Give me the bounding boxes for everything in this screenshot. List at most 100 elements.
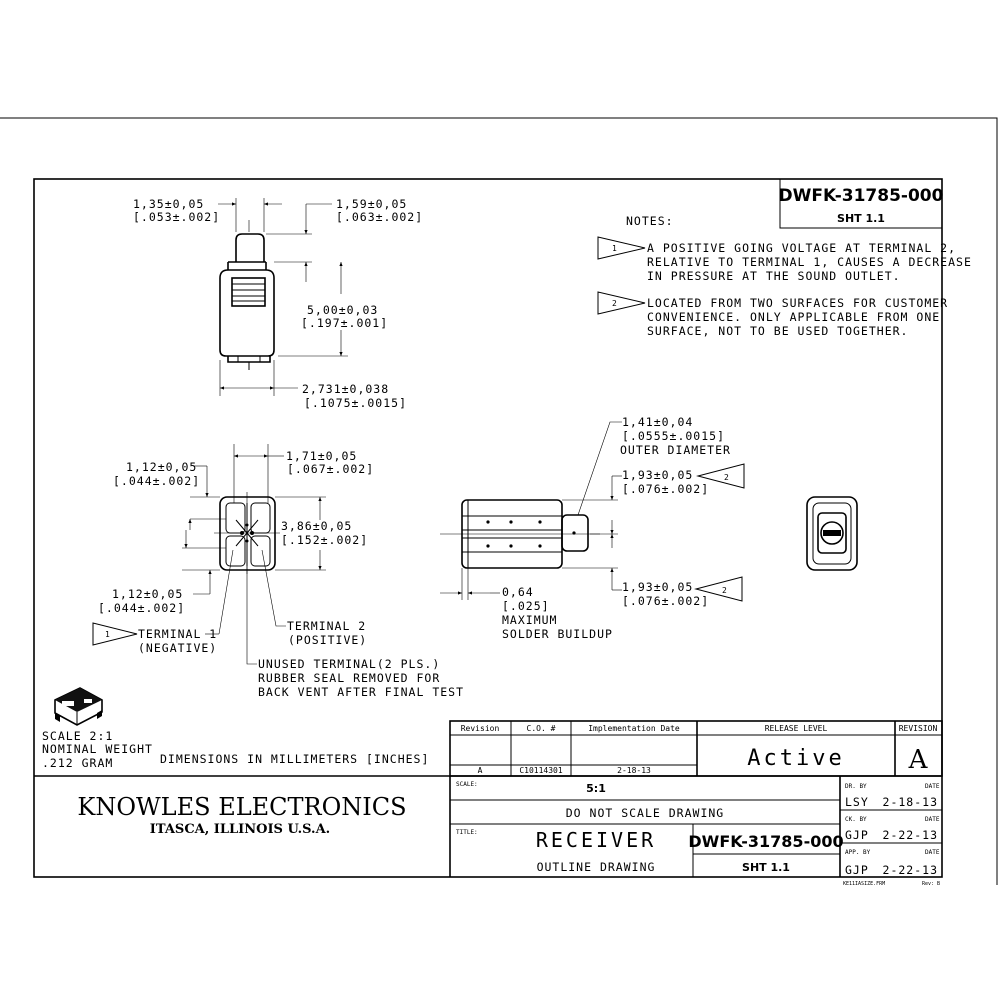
dim-0-64-inch: [.025]: [502, 599, 550, 613]
company-location: ITASCA, ILLINOIS U.S.A.: [150, 822, 330, 837]
dim-1-71: 1,71±0,05: [286, 449, 357, 463]
ck-date-label: DATE: [925, 816, 940, 823]
dim-1-93-bottom-inch: [.076±.002]: [622, 594, 709, 608]
unused-terminal-line2: RUBBER SEAL REMOVED FOR: [258, 671, 440, 685]
note2-line3: SURFACE, NOT TO BE USED TOGETHER.: [647, 324, 908, 338]
dim-1-41-inch: [.0555±.0015]: [622, 429, 725, 443]
notes-heading: NOTES:: [626, 214, 674, 228]
company-name: KNOWLES ELECTRONICS: [77, 793, 406, 821]
app-by-value: GJP: [845, 863, 869, 877]
app-date-label: DATE: [925, 849, 940, 856]
top-view: [218, 198, 348, 396]
ck-date-value: 2-22-13: [883, 828, 938, 842]
rev-row-date: 2-18-13: [617, 766, 651, 775]
dim-1-12-bottom-inch: [.044±.002]: [98, 601, 185, 615]
scale-note: SCALE 2:1: [42, 729, 113, 743]
app-date-value: 2-22-13: [883, 863, 938, 877]
dim-1-12-top: 1,12±0,05: [126, 460, 197, 474]
rev-header-revision: Revision: [461, 724, 500, 733]
drawing-subtitle: OUTLINE DRAWING: [537, 860, 656, 874]
note2-line1: LOCATED FROM TWO SURFACES FOR CUSTOMER: [647, 296, 948, 310]
rev-header-co: C.O. #: [527, 724, 556, 733]
terminal1-flag-number: 1: [105, 630, 110, 639]
note1-flag-number: 1: [612, 244, 617, 253]
dim-1-93-top: 1,93±0,05: [622, 468, 693, 482]
dr-by-label: DR. BY: [845, 783, 867, 790]
note2-flag: [597, 291, 646, 315]
footer-rev: Rev: B: [922, 881, 940, 887]
release-level-label: RELEASE LEVEL: [765, 724, 828, 733]
drawing-title: RECEIVER: [536, 828, 656, 852]
outer-diameter-label: OUTER DIAMETER: [620, 443, 731, 457]
outer-frame: [0, 117, 998, 885]
ck-by-label: CK. BY: [845, 816, 867, 823]
dim-1-93-bottom: 1,93±0,05: [622, 580, 693, 594]
flag2-top-number: 2: [724, 473, 729, 482]
dim-3-86: 3,86±0,05: [281, 519, 352, 533]
dim-1-35: 1,35±0,05: [133, 197, 204, 211]
dim-2-731: 2,731±0,038: [302, 382, 389, 396]
dr-date-value: 2-18-13: [883, 795, 938, 809]
footer-file: KE11IASIZE.FRM: [843, 881, 885, 887]
terminal1-flag: [92, 622, 138, 646]
dim-1-59: 1,59±0,05: [336, 197, 407, 211]
title-block-sheet: SHT 1.1: [742, 861, 790, 874]
release-level-value: Active: [747, 746, 844, 771]
dim-0-64-solder: SOLDER BUILDUP: [502, 627, 613, 641]
unused-terminal-line1: UNUSED TERMINAL(2 PLS.): [258, 657, 440, 671]
terminal2-polarity: (POSITIVE): [288, 633, 367, 647]
drawing-number-box: DWFK-31785-000 SHT 1.1: [779, 178, 944, 229]
dim-1-12-bottom: 1,12±0,05: [112, 587, 183, 601]
app-by-label: APP. BY: [845, 849, 871, 856]
rev-row-co: C10114301: [519, 766, 563, 775]
units-note: DIMENSIONS IN MILLIMETERS [INCHES]: [160, 752, 429, 766]
revision-value: A: [908, 745, 929, 775]
scale-label: SCALE:: [456, 781, 478, 788]
note1-line3: IN PRESSURE AT THE SOUND OUTLET.: [647, 269, 901, 283]
note1-line1: A POSITIVE GOING VOLTAGE AT TERMINAL 2,: [647, 241, 956, 255]
dim-1-12-top-inch: [.044±.002]: [113, 474, 200, 488]
revision-table: [449, 720, 943, 777]
drawing-number: DWFK-31785-000: [779, 186, 944, 206]
terminal2-label: TERMINAL 2: [287, 619, 366, 633]
title-block-drawing-number: DWFK-31785-000: [688, 832, 843, 851]
dim-0-64: 0,64: [502, 585, 534, 599]
sheet-number: SHT 1.1: [837, 212, 885, 225]
end-view: [182, 444, 326, 665]
front-view: [806, 496, 858, 571]
unused-terminal-line3: BACK VENT AFTER FINAL TEST: [258, 685, 464, 699]
dr-by-value: LSY: [845, 795, 869, 809]
note1-flag: [597, 236, 646, 260]
dim-2-731-inch: [.1075±.0015]: [304, 396, 407, 410]
dim-5-00-inch: [.197±.001]: [301, 316, 388, 330]
title-block: [34, 775, 942, 877]
title-label: TITLE:: [456, 829, 478, 836]
nominal-weight-value: .212 GRAM: [42, 756, 113, 770]
rev-row-revision: A: [478, 766, 483, 775]
revision-label: REVISION: [899, 724, 938, 733]
notes: NOTES: 1 A POSITIVE GOING VOLTAGE AT TER…: [597, 214, 971, 338]
scale-value: 5:1: [586, 782, 606, 795]
do-not-scale: DO NOT SCALE DRAWING: [566, 806, 724, 820]
note2-line2: CONVENIENCE. ONLY APPLICABLE FROM ONE: [647, 310, 940, 324]
terminal1-label: TERMINAL 1: [138, 627, 217, 641]
flag2-top: [696, 463, 745, 489]
dim-0-64-maximum: MAXIMUM: [502, 613, 557, 627]
isometric-view: [54, 687, 103, 726]
dim-1-35-inch: [.053±.002]: [133, 210, 220, 224]
rev-header-date: Implementation Date: [588, 724, 680, 733]
ck-by-value: GJP: [845, 828, 869, 842]
dr-date-label: DATE: [925, 783, 940, 790]
dim-1-71-inch: [.067±.002]: [287, 462, 374, 476]
dim-1-41: 1,41±0,04: [622, 415, 693, 429]
dim-3-86-inch: [.152±.002]: [281, 533, 368, 547]
note2-flag-number: 2: [612, 299, 617, 308]
side-view: [440, 421, 622, 600]
dim-5-00: 5,00±0,03: [307, 303, 378, 317]
nominal-weight-label: NOMINAL WEIGHT: [42, 742, 153, 756]
dim-1-93-top-inch: [.076±.002]: [622, 482, 709, 496]
flag2-bottom-number: 2: [722, 586, 727, 595]
terminal1-polarity: (NEGATIVE): [138, 641, 217, 655]
dim-1-59-inch: [.063±.002]: [336, 210, 423, 224]
